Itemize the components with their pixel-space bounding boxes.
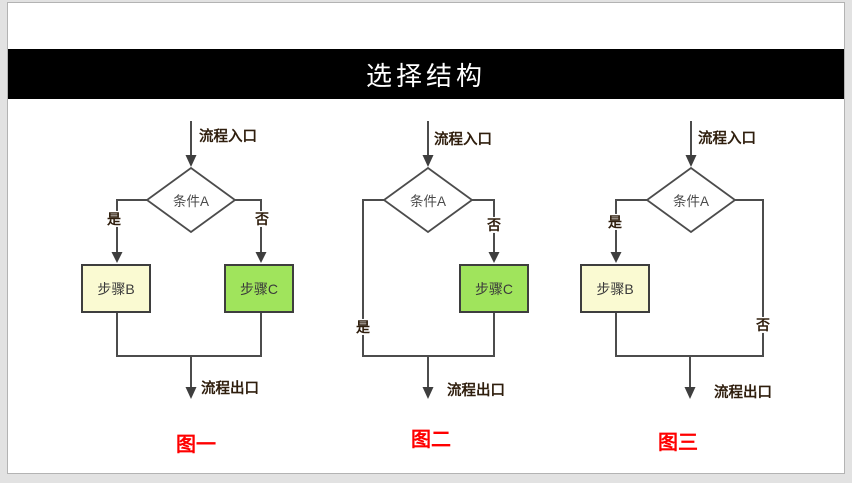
exit-label: 流程出口	[201, 381, 259, 397]
no-branch-line	[235, 199, 262, 253]
arrow-down-icon	[422, 155, 434, 167]
step-c-box: 步骤C	[459, 264, 529, 313]
yes-branch-line	[116, 199, 147, 253]
condition-diamond	[645, 166, 737, 234]
no-branch-line	[472, 199, 495, 253]
condition-label: 条件A	[172, 194, 210, 209]
step-c-label: 步骤C	[239, 280, 279, 297]
yes-label: 是	[106, 210, 122, 228]
yes-label: 是	[607, 213, 623, 231]
step-b-label: 步骤B	[97, 280, 135, 297]
figure-caption: 图二	[411, 429, 451, 451]
exit-label: 流程出口	[447, 383, 505, 399]
entry-label: 流程入口	[434, 132, 492, 148]
merge-line	[116, 313, 262, 357]
yes-label: 是	[355, 318, 371, 336]
arrow-down-icon	[255, 252, 267, 263]
arrow-down-icon	[185, 387, 197, 399]
arrow-down-icon	[185, 155, 197, 167]
arrow-down-icon	[111, 252, 123, 263]
arrow-down-icon	[488, 252, 500, 263]
figure-caption: 图三	[658, 432, 698, 454]
title-banner: 选择结构	[8, 49, 844, 99]
figure-caption: 图一	[176, 434, 216, 456]
step-b-box: 步骤B	[580, 264, 650, 313]
slide: 选择结构 流程入口 条件A 是 否 步骤B 步骤C 流程出口 图一	[7, 2, 845, 474]
arrow-down-icon	[685, 155, 697, 167]
fig3-connectors	[610, 121, 764, 399]
yes-branch-line	[615, 199, 647, 253]
entry-label: 流程入口	[199, 129, 257, 145]
no-label: 否	[755, 316, 771, 334]
fig2-connectors	[362, 121, 500, 399]
condition-diamond	[145, 166, 237, 234]
arrow-down-icon	[610, 252, 622, 263]
condition-label: 条件A	[672, 194, 710, 209]
flowchart-figure-3: 流程入口 条件A 是 否 步骤B 流程出口 图三	[571, 116, 811, 466]
no-bypass-and-merge-line	[615, 199, 764, 357]
flowchart-figure-1: 流程入口 条件A 是 否 步骤B 步骤C 流程出口 图一	[71, 116, 311, 466]
step-b-label: 步骤B	[596, 280, 634, 297]
condition-diamond	[382, 166, 474, 234]
arrow-down-icon	[684, 387, 696, 399]
no-label: 否	[254, 210, 270, 228]
step-b-box: 步骤B	[81, 264, 151, 313]
flowchart-figure-2: 流程入口 条件A 是 否 步骤C 流程出口 图二	[331, 116, 571, 466]
slide-title: 选择结构	[365, 60, 486, 91]
arrow-down-icon	[422, 387, 434, 399]
step-c-box: 步骤C	[224, 264, 294, 313]
exit-label: 流程出口	[714, 385, 772, 401]
fig1-connectors	[111, 121, 267, 399]
no-label: 否	[486, 216, 502, 234]
yes-bypass-and-merge-line	[362, 199, 495, 357]
step-c-label: 步骤C	[474, 280, 514, 297]
entry-label: 流程入口	[698, 131, 756, 147]
condition-label: 条件A	[409, 194, 447, 209]
